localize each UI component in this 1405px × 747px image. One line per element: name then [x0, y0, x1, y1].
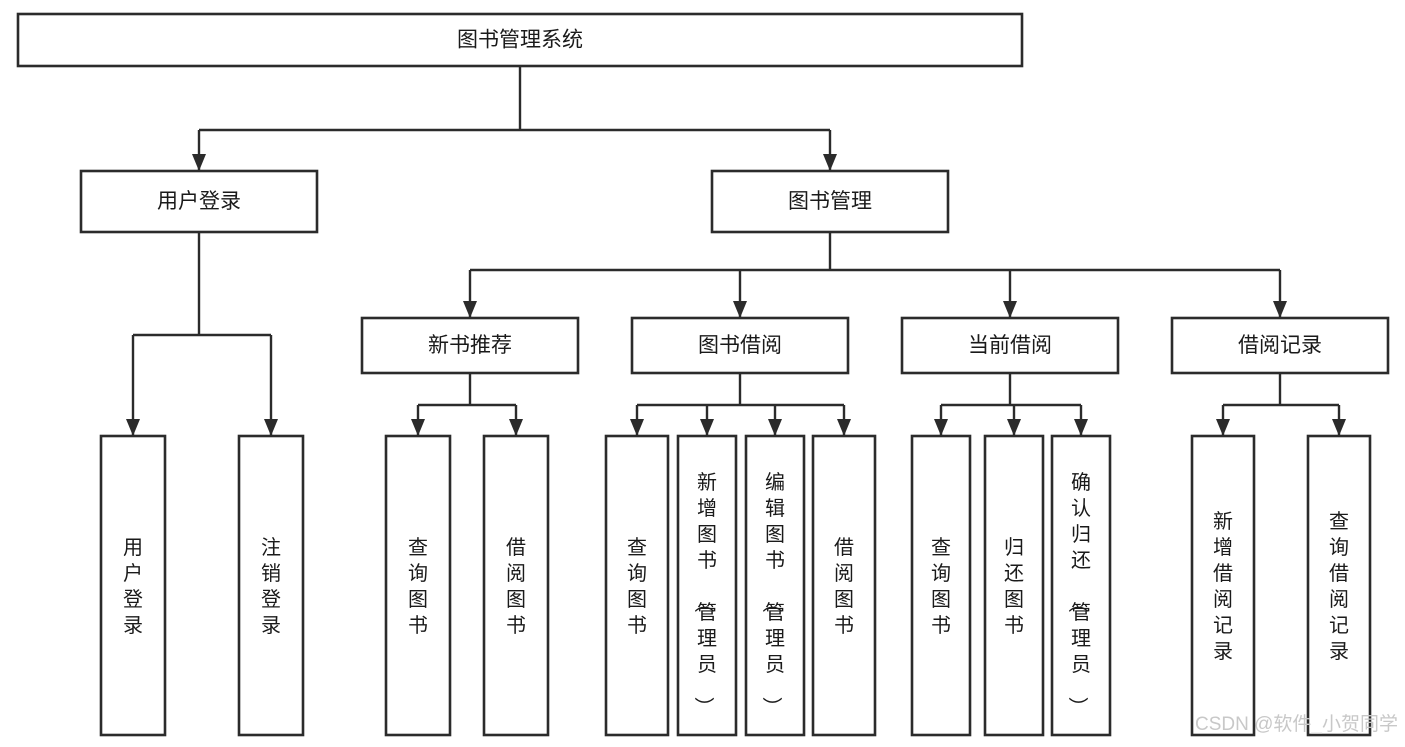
arrow-icon-leaf-query-book-rec: [411, 419, 425, 436]
node-label-leaf-query-book-borrow: 查询图书: [627, 536, 647, 637]
node-label-leaf-query-book-cur: 查询图书: [931, 536, 951, 637]
node-leaf-return-book[interactable]: 归还图书: [983, 434, 1045, 737]
node-borrow-record[interactable]: 借阅记录: [1170, 316, 1390, 375]
node-label-leaf-return-book: 归还图书: [1004, 536, 1024, 637]
node-leaf-add-book[interactable]: 新增图书（管理员）: [676, 434, 738, 737]
arrow-icon-book-manage: [823, 154, 837, 171]
arrow-icon-leaf-query-book-cur: [934, 419, 948, 436]
node-label-leaf-add-record: 新增借阅记录: [1213, 510, 1233, 663]
node-leaf-query-book-rec[interactable]: 查询图书: [384, 434, 452, 737]
node-box-leaf-borrow-book: [811, 434, 877, 737]
arrow-icon-new-book-recommend: [463, 301, 477, 318]
node-book-manage[interactable]: 图书管理: [710, 169, 950, 234]
node-book-borrow[interactable]: 图书借阅: [630, 316, 850, 375]
arrow-icon-leaf-borrow-book: [837, 419, 851, 436]
node-label-leaf-confirm-return: 确认归还（管理员）: [1066, 471, 1091, 717]
node-leaf-borrow-book-rec[interactable]: 借阅图书: [482, 434, 550, 737]
node-label-current-borrow: 当前借阅: [968, 334, 1052, 357]
connectors-layer: [126, 66, 1346, 436]
node-label-leaf-user-login: 用户登录: [123, 537, 143, 637]
node-box-new-book-recommend: [360, 316, 580, 375]
node-label-leaf-borrow-book-rec: 借阅图书: [506, 536, 526, 637]
arrow-icon-leaf-user-login: [126, 419, 140, 436]
node-leaf-edit-book[interactable]: 编辑图书（管理员）: [744, 434, 806, 737]
node-current-borrow[interactable]: 当前借阅: [900, 316, 1120, 375]
node-leaf-logout[interactable]: 注销登录: [237, 434, 305, 737]
node-leaf-borrow-book[interactable]: 借阅图书: [811, 434, 877, 737]
node-box-book-borrow: [630, 316, 850, 375]
node-leaf-query-book-cur[interactable]: 查询图书: [910, 434, 972, 737]
arrow-icon-leaf-return-book: [1007, 419, 1021, 436]
node-box-leaf-add-book: [676, 434, 738, 737]
node-leaf-confirm-return[interactable]: 确认归还（管理员）: [1050, 434, 1112, 737]
node-label-borrow-record: 借阅记录: [1238, 334, 1322, 357]
node-label-leaf-add-book: 新增图书（管理员）: [692, 471, 717, 717]
node-leaf-add-record[interactable]: 新增借阅记录: [1190, 434, 1256, 737]
node-leaf-query-book-borrow[interactable]: 查询图书: [604, 434, 670, 737]
node-label-leaf-query-record: 查询借阅记录: [1329, 510, 1349, 663]
node-box-leaf-borrow-book-rec: [482, 434, 550, 737]
node-box-borrow-record: [1170, 316, 1390, 375]
arrow-icon-current-borrow: [1003, 301, 1017, 318]
node-box-leaf-query-record: [1306, 434, 1372, 737]
node-leaf-user-login[interactable]: 用户登录: [99, 434, 167, 737]
arrow-icon-leaf-edit-book: [768, 419, 782, 436]
node-label-leaf-borrow-book: 借阅图书: [834, 536, 854, 637]
arrow-icon-leaf-add-book: [700, 419, 714, 436]
node-label-leaf-edit-book: 编辑图书（管理员）: [760, 471, 785, 717]
node-box-leaf-logout: [237, 434, 305, 737]
node-box-user-login: [79, 169, 319, 234]
arrow-icon-borrow-record: [1273, 301, 1287, 318]
node-label-user-login: 用户登录: [157, 190, 241, 213]
arrow-icon-leaf-query-book-borrow: [630, 419, 644, 436]
arrow-icon-user-login: [192, 154, 206, 171]
arrow-icon-leaf-query-record: [1332, 419, 1346, 436]
node-box-leaf-query-book-borrow: [604, 434, 670, 737]
node-root[interactable]: 图书管理系统: [16, 12, 1024, 68]
node-label-book-manage: 图书管理: [788, 190, 872, 213]
arrow-icon-leaf-add-record: [1216, 419, 1230, 436]
node-box-current-borrow: [900, 316, 1120, 375]
node-box-leaf-query-book-cur: [910, 434, 972, 737]
nodes-layer: 图书管理系统用户登录图书管理新书推荐图书借阅当前借阅借阅记录用户登录注销登录查询…: [16, 12, 1390, 737]
node-leaf-query-record[interactable]: 查询借阅记录: [1306, 434, 1372, 737]
arrow-icon-leaf-logout: [264, 419, 278, 436]
node-box-root: [16, 12, 1024, 68]
node-label-leaf-logout: 注销登录: [261, 536, 281, 637]
node-box-leaf-query-book-rec: [384, 434, 452, 737]
node-label-new-book-recommend: 新书推荐: [428, 334, 512, 357]
arrow-icon-leaf-confirm-return: [1074, 419, 1088, 436]
node-box-leaf-edit-book: [744, 434, 806, 737]
csdn-watermark: CSDN @软件_小贺同学: [1195, 713, 1398, 735]
node-box-leaf-add-record: [1190, 434, 1256, 737]
node-box-leaf-confirm-return: [1050, 434, 1112, 737]
node-box-leaf-return-book: [983, 434, 1045, 737]
node-user-login[interactable]: 用户登录: [79, 169, 319, 234]
arrow-icon-book-borrow: [733, 301, 747, 318]
node-box-leaf-user-login: [99, 434, 167, 737]
node-label-leaf-query-book-rec: 查询图书: [408, 536, 428, 637]
node-label-book-borrow: 图书借阅: [698, 334, 782, 357]
node-label-root: 图书管理系统: [457, 29, 583, 52]
arrow-icon-leaf-borrow-book-rec: [509, 419, 523, 436]
node-box-book-manage: [710, 169, 950, 234]
node-new-book-recommend[interactable]: 新书推荐: [360, 316, 580, 375]
